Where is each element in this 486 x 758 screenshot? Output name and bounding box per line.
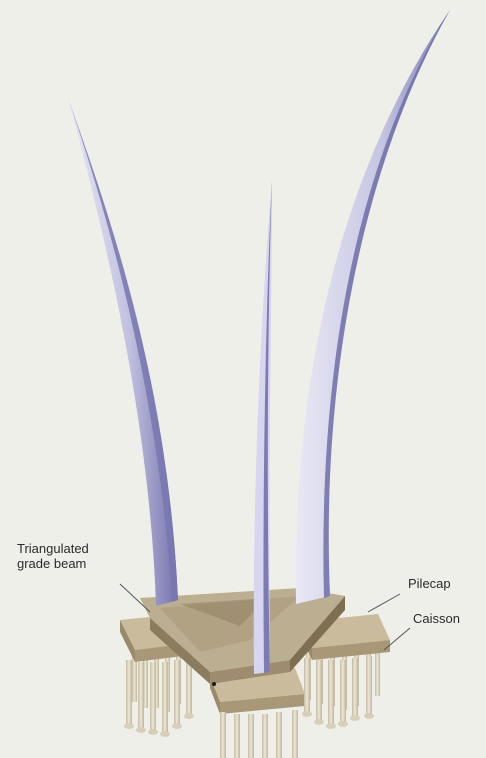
label-caisson: Caisson: [413, 611, 460, 626]
label-triangulated-grade-beam: Triangulated grade beam: [17, 541, 89, 571]
label-pilecap: Pilecap: [408, 576, 451, 591]
arch-leg-left: [68, 98, 178, 606]
arch-leg-right: [296, 10, 450, 604]
label-grade-beam-line1: Triangulated: [17, 541, 89, 556]
triangulated-grade-beam: [140, 588, 345, 686]
leader-line-pilecap: [368, 594, 400, 612]
label-grade-beam-line2: grade beam: [17, 556, 89, 571]
